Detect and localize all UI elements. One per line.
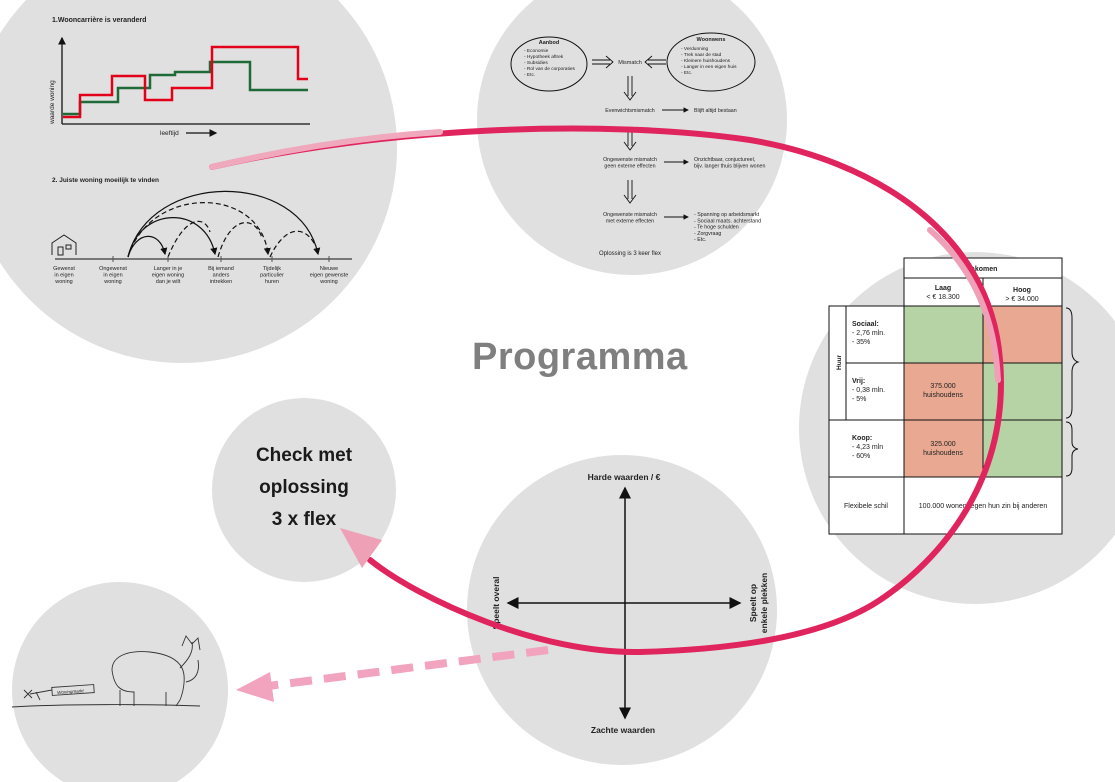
career-x-label: leeftijd <box>160 130 179 137</box>
table-laag: Laag< € 18.300 <box>926 285 959 301</box>
loop-arrow-faded-start <box>209 129 443 170</box>
dashed-arrowhead <box>236 672 274 702</box>
search-arc-7 <box>269 230 316 258</box>
search-ticks <box>112 256 330 262</box>
evenwicht-result: Blijft altijd bestaan <box>694 108 737 114</box>
table-hoog: Hoog> € 34.000 <box>1005 287 1038 303</box>
table-inkomen: Inkomen <box>969 266 998 273</box>
woonwens-title: Woonwens <box>697 37 726 43</box>
table-sociaal: Sociaal:- 2,76 mln.- 35% <box>852 321 885 346</box>
search-arc-3 <box>127 217 218 258</box>
aanbod-items: - Economie - Hypotheek aftrek - Subsidie… <box>524 48 576 78</box>
table-flex-value: 100.000 wonen tegen hun zin bij anderen <box>919 503 1048 510</box>
career-red-line <box>63 45 308 119</box>
table-koop: Koop:- 4,23 mln- 60% <box>852 435 883 460</box>
income-table: Inkomen Laag< € 18.300 Hoog> € 34.000 Hu… <box>828 257 1063 535</box>
elephant-sketch <box>11 635 201 708</box>
career-green-line <box>63 60 308 116</box>
loop-arrowhead <box>340 528 382 568</box>
mismatch-label: Mismatch <box>618 60 642 66</box>
axis-bottom-label: Zachte waarden <box>591 725 655 735</box>
career-title: 1.Wooncarrière is veranderd <box>52 17 146 24</box>
search-arc-4 <box>127 235 168 258</box>
bubble-elephant <box>12 582 228 782</box>
search-title: 2. Juiste woning moeilijk te vinden <box>52 177 159 184</box>
aanbod-title: Aanbod <box>539 40 559 46</box>
axis-top-label: Harde waarden / € <box>588 472 661 482</box>
search-arc-5 <box>167 220 211 258</box>
table-huur: Huur <box>836 354 843 370</box>
search-arc-1 <box>127 190 321 258</box>
search-arc-6 <box>217 222 263 258</box>
loop-arrow-faded-mid <box>927 227 1001 383</box>
ongewenst-geen-result: Onzichtbaar, conjuctureel,bijv. langer t… <box>694 157 766 170</box>
aanbod-ellipse <box>510 36 588 92</box>
career-y-label: waarde woning <box>49 80 56 125</box>
search-house-icon <box>51 234 77 256</box>
dashed-pink-arrow <box>267 646 549 690</box>
flow-double-arrows <box>592 55 666 204</box>
woonwens-ellipse <box>666 32 756 92</box>
table-vrij: Vrij:- 0,38 mln.- 5% <box>852 378 885 403</box>
table-braces <box>1065 307 1080 477</box>
elephant-sign-text: Woningmarkt <box>57 688 85 695</box>
axis-right-label: Speelt openkele plekken <box>748 573 769 633</box>
table-flex-label: Flexibele schil <box>844 503 888 510</box>
axis-left-label: Speelt overal <box>491 577 501 630</box>
ongewenst-met-result: - Spanning op arbeidsmarkt - Sociaal maa… <box>694 212 763 243</box>
woonwens-items: - Verdunning - Trek naar de stad - Klein… <box>681 46 738 76</box>
flow-footer: Oplossing is 3 keer flex <box>599 251 661 257</box>
loop-arrow-main <box>209 125 1004 656</box>
evenwicht-label: Evenwichtsmismatch <box>605 108 655 114</box>
bubble-axes <box>467 455 777 765</box>
